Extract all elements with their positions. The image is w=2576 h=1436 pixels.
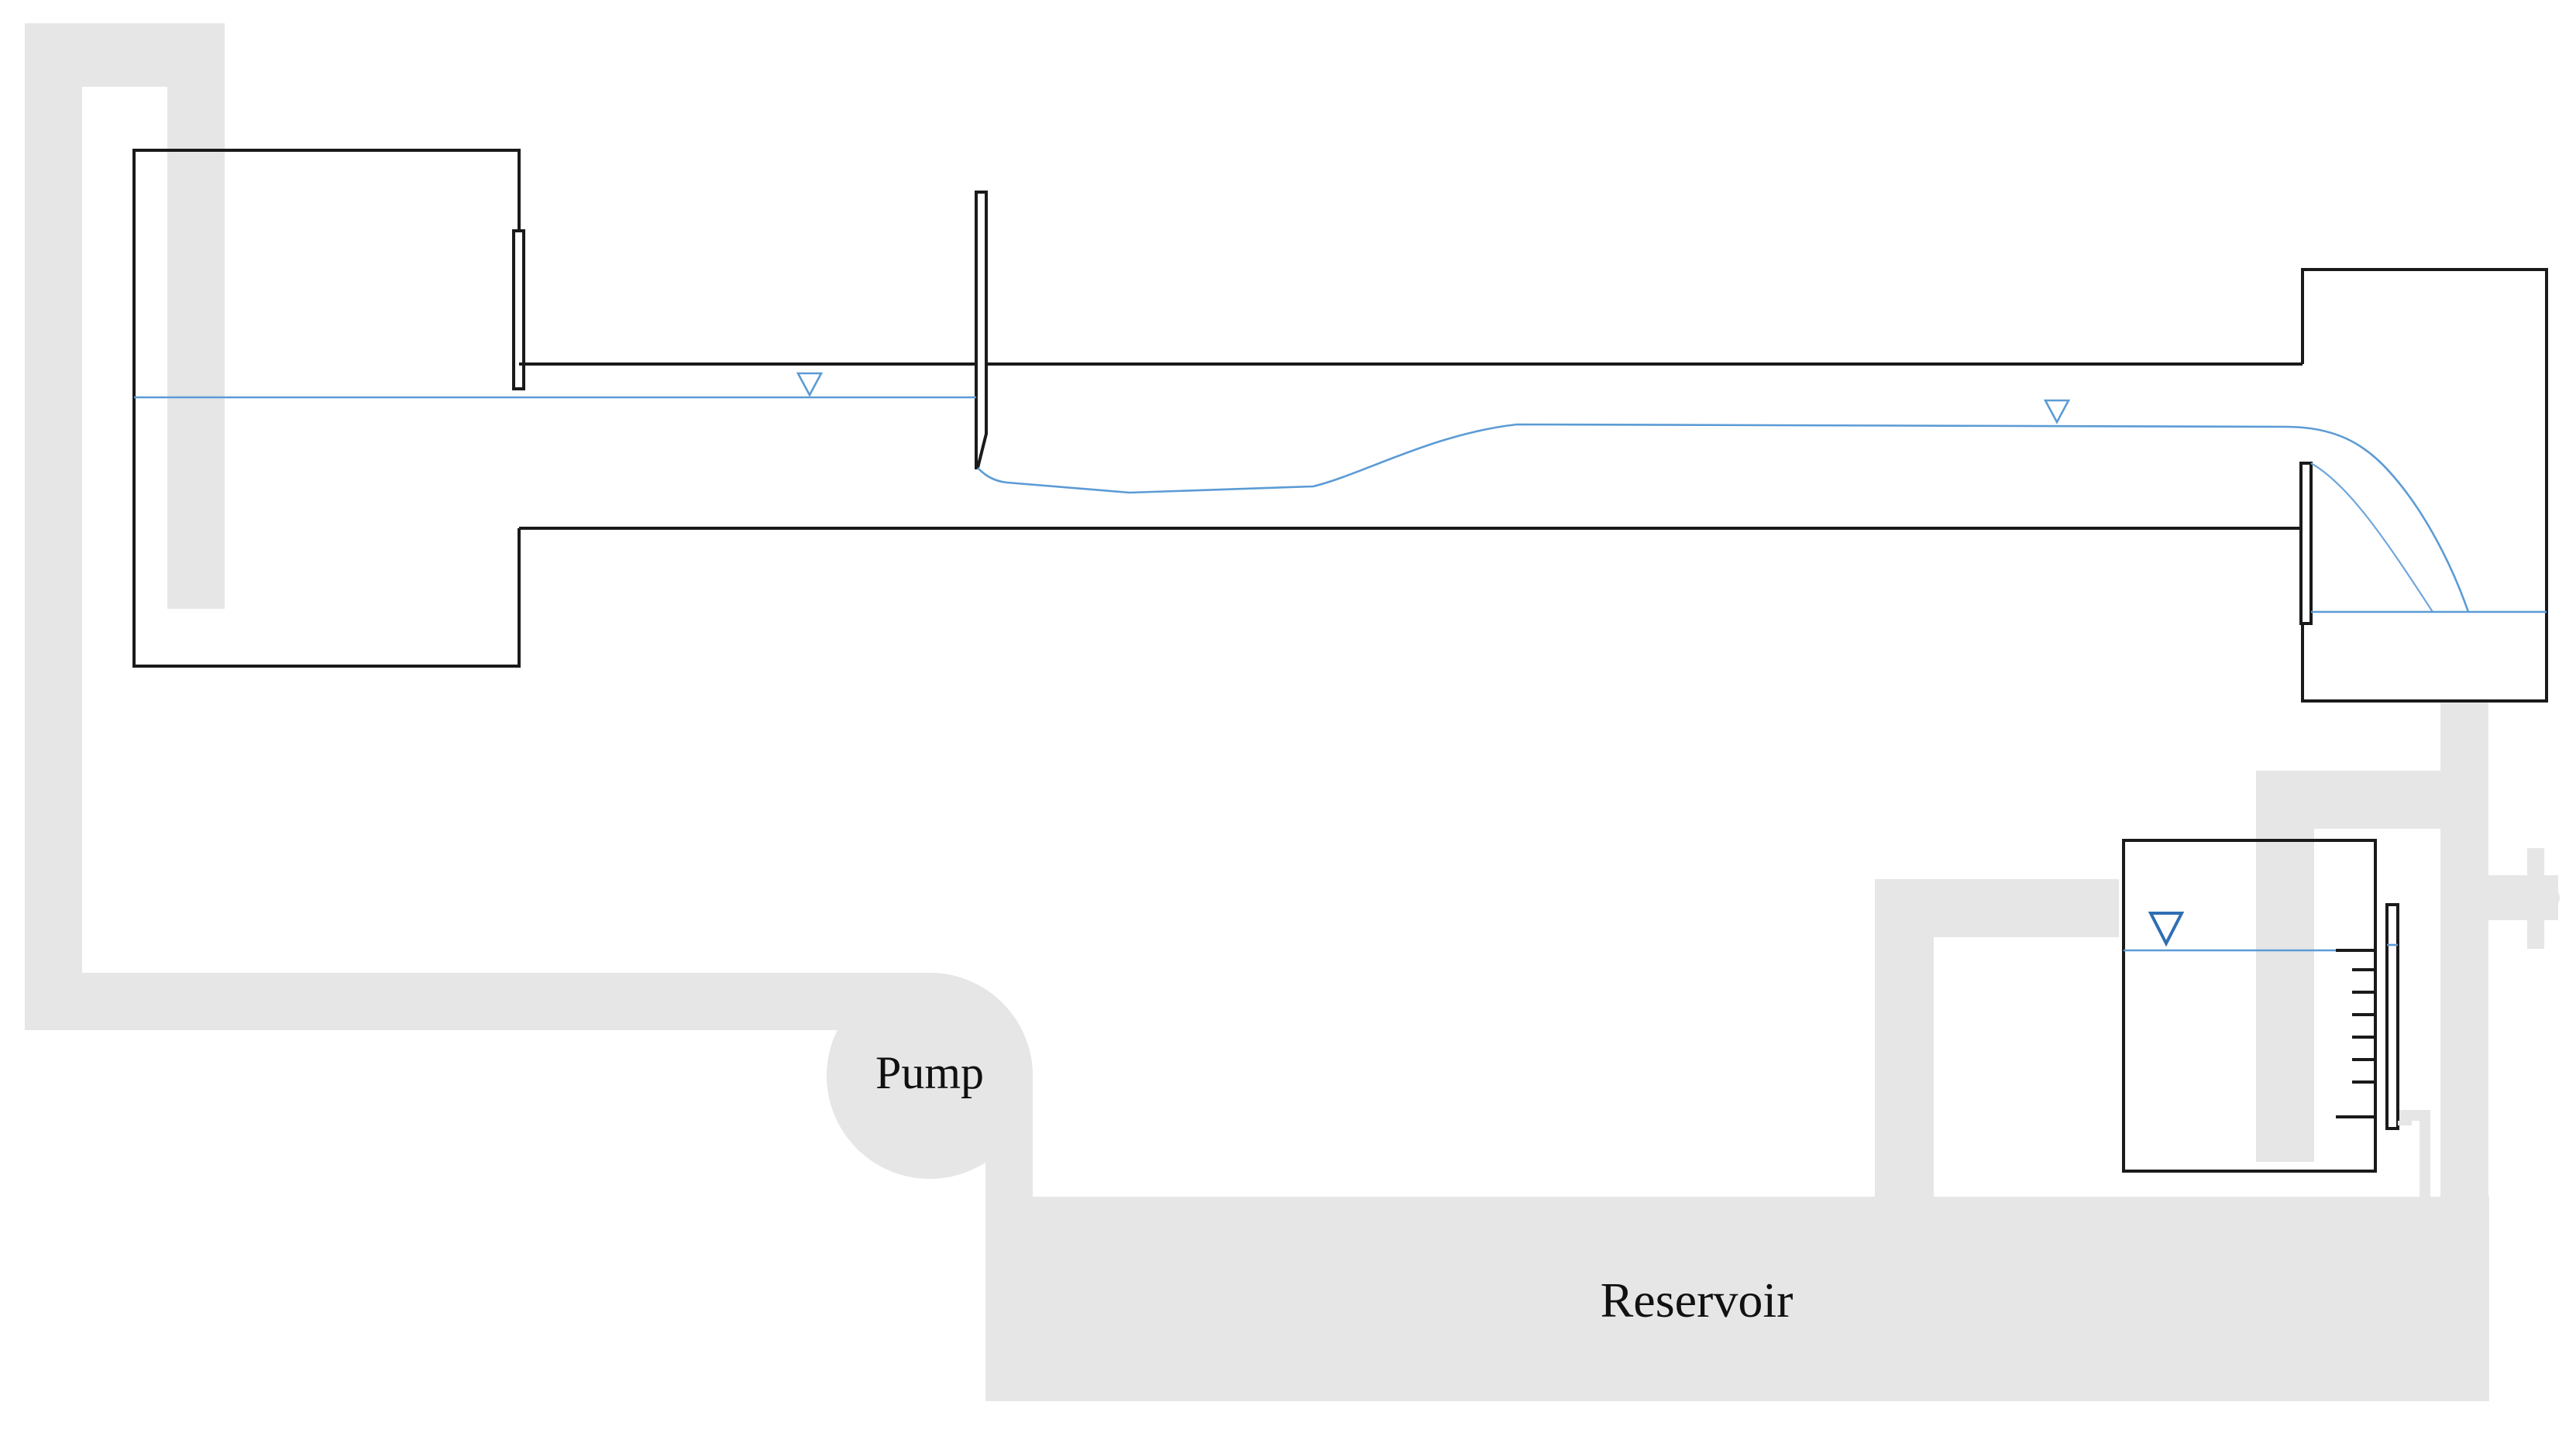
upstream-gate: [512, 229, 525, 390]
piping-network: [25, 23, 2560, 1401]
supply-pipe-bottom: [25, 973, 1033, 1197]
downstream-water-profile: [977, 423, 2470, 613]
head-tank: [132, 149, 525, 668]
sight-glass: [2385, 903, 2399, 1130]
reservoir-label: Reservoir: [1601, 1273, 1794, 1328]
reservoir-tank: [985, 1197, 2489, 1401]
channel: [519, 362, 2303, 530]
tailgate: [2299, 462, 2313, 625]
water-surfaces: [134, 396, 2547, 613]
gauge-scale: [2336, 949, 2375, 1118]
supply-pipe-inlet: [167, 23, 225, 609]
labels: Pump Reservoir: [875, 1047, 1793, 1328]
sight-glass-drain: [2398, 1115, 2412, 1125]
inverted-triangle-icon: [796, 372, 824, 397]
overflow-pipe: [2398, 1110, 2430, 1197]
tail-tank-outline: [2301, 268, 2548, 703]
inverted-triangle-icon: [2148, 912, 2185, 947]
measuring-tank-inflow-pipe: [2256, 829, 2314, 1162]
supply-pipe-left-vertical: [25, 23, 82, 1030]
pump-label: Pump: [875, 1047, 984, 1098]
sluice-gate-plate: [975, 191, 988, 469]
tail-tank: [2299, 268, 2548, 703]
head-tank-outline: [132, 149, 521, 668]
return-pipe-horizontal: [1875, 879, 2119, 937]
drain-pipe-outlet: [2440, 701, 2488, 1197]
valve-stem: [2527, 848, 2544, 949]
water-level-markers: [796, 372, 2071, 424]
sluice-gate: [975, 191, 988, 469]
valve-knob: [2538, 887, 2560, 909]
measuring-tank: [2122, 829, 2412, 1173]
nappe-lower-surface: [2310, 462, 2433, 613]
measuring-tank-outline: [2122, 839, 2377, 1173]
inverted-triangle-icon: [2043, 399, 2071, 424]
pump-body: [827, 973, 1033, 1179]
